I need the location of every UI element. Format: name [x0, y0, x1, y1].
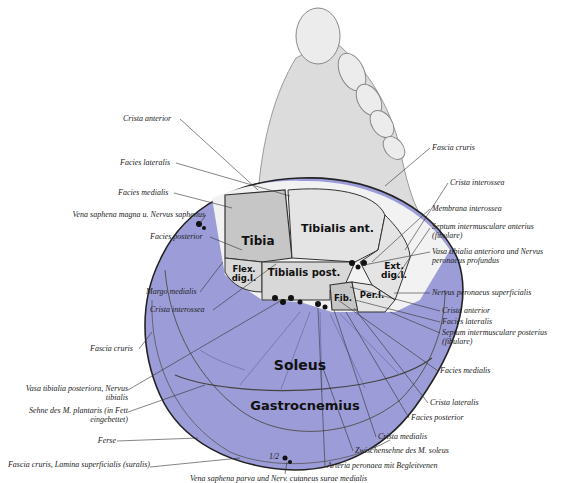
muscle-region: Ext. dig.l. [378, 257, 410, 285]
callout-label: Ferse [60, 436, 116, 445]
callout-label: Crista interossea [450, 178, 570, 187]
leader-line [355, 300, 440, 322]
tibia-bone [225, 190, 292, 262]
vessel-dot [315, 301, 321, 307]
vessel-dot [361, 260, 367, 266]
leader-lines [117, 119, 448, 474]
callout-label: Facies lateralis [120, 158, 220, 167]
vessel-dot [356, 265, 361, 270]
leader-line [176, 163, 290, 196]
callout-label: Zwischensehne des M. soleus [355, 446, 555, 455]
callout-label: Fascia cruris [90, 344, 190, 353]
muscle-region: Tibialis ant. [295, 220, 380, 238]
callout-label: Margo medialis [146, 287, 246, 296]
toe [296, 8, 340, 64]
vessels [196, 221, 367, 464]
leader-line [200, 262, 223, 292]
region-name: Per.l. [360, 291, 384, 300]
leg-outline [145, 178, 463, 470]
leader-line [354, 308, 428, 403]
muscle-region: Flex. dig.l. [226, 260, 262, 288]
region-name: Gastrocnemius [250, 399, 360, 413]
callout-label: Facies lateralis [442, 317, 572, 326]
callout-label: Vasa tibialia anteriora und Nervus peron… [432, 247, 572, 265]
anterior-area [212, 181, 450, 312]
callout-label: Membrana interossea [432, 204, 562, 213]
leader-line [390, 312, 440, 333]
callout-label: Facies posterior [411, 413, 561, 422]
muscle-region: Per.l. [356, 288, 388, 302]
callout-label: 1/2 [264, 452, 284, 461]
vessel-dot [288, 295, 294, 301]
fascia-line [152, 300, 390, 464]
muscle-region: Fib. [331, 291, 355, 305]
callout-label: Facies medialis [440, 366, 570, 375]
soleus-gastrocnemius-border [175, 358, 432, 391]
callout-label: Vena saphena magna u. Nervus saphenus [20, 210, 205, 219]
callout-label: Septum intermusculare anterius (fibulare… [432, 222, 562, 240]
vessel-dot [298, 300, 303, 305]
callout-label: Sehne des M. plantaris (in Fett eingebet… [10, 406, 128, 424]
callout-label: Crista anterior [442, 306, 572, 315]
muscle-region: Gastrocnemius [245, 397, 365, 415]
callout-label: Arteria peronaea mit Begleitvenen [327, 461, 567, 470]
leader-line [180, 119, 258, 190]
leader-line [385, 148, 430, 186]
callout-label: Vena saphena parva und Nerv. cutaneus su… [190, 474, 450, 483]
muscle-region: Tibia [228, 232, 288, 250]
region-name: Flex. dig.l. [226, 265, 262, 283]
region-name: Tibialis ant. [301, 223, 374, 235]
callout-label: Fascia cruris, Lamina superficialis (sur… [5, 460, 150, 469]
region-name: Tibia [241, 235, 274, 248]
callout-label: Facies medialis [118, 188, 218, 197]
leader-line [372, 209, 430, 262]
muscle-region: Tibialis post. [264, 264, 344, 282]
callout-label: Nervus peronaeus superficialis [432, 288, 572, 297]
leader-line [285, 462, 287, 474]
callout-label: Crista interossea [150, 305, 250, 314]
leader-line [213, 264, 276, 310]
callout-label: Crista medialis [378, 432, 528, 441]
callout-label: Facies posterior [150, 232, 250, 241]
leader-line [117, 438, 198, 441]
region-name: Tibialis post. [268, 268, 340, 279]
leader-line [128, 300, 282, 390]
leader-line [128, 385, 205, 412]
vessel-dot [202, 226, 206, 230]
leader-line [394, 293, 430, 294]
tibialis-anterior-muscle [288, 189, 385, 262]
fibre-line [240, 312, 300, 385]
muscle-region: Soleus [260, 355, 340, 375]
leader-line [338, 300, 438, 371]
callout-label: Crista lateralis [430, 398, 570, 407]
fibre-line [280, 312, 310, 392]
vessel-dot [280, 299, 286, 305]
leader-line [350, 287, 440, 311]
fibre-line [340, 314, 400, 375]
region-name: Fib. [334, 294, 352, 303]
callout-label: Fascia cruris [432, 143, 562, 152]
vessel-dot [283, 456, 288, 461]
fibre-line [200, 350, 245, 370]
callout-label: Septum intermusculare posterius (fibular… [442, 328, 572, 346]
leader-line [174, 193, 232, 208]
leader-line [139, 332, 152, 349]
leader-line [318, 308, 325, 466]
region-name: Soleus [274, 358, 326, 373]
callout-label: Crista anterior [123, 114, 243, 123]
leader-line [150, 458, 240, 467]
toe [379, 132, 410, 163]
vessel-dot [349, 260, 355, 266]
flexor-muscle [225, 258, 262, 292]
leader-line [210, 237, 242, 250]
vessel-dot [288, 460, 292, 464]
vessel-dot [323, 305, 328, 310]
region-name: Ext. dig.l. [378, 262, 410, 281]
callout-label: Vasa tibialia posteriora, Nervus tibiali… [10, 384, 128, 402]
leader-line [334, 310, 376, 437]
vessel-dot [272, 295, 278, 301]
